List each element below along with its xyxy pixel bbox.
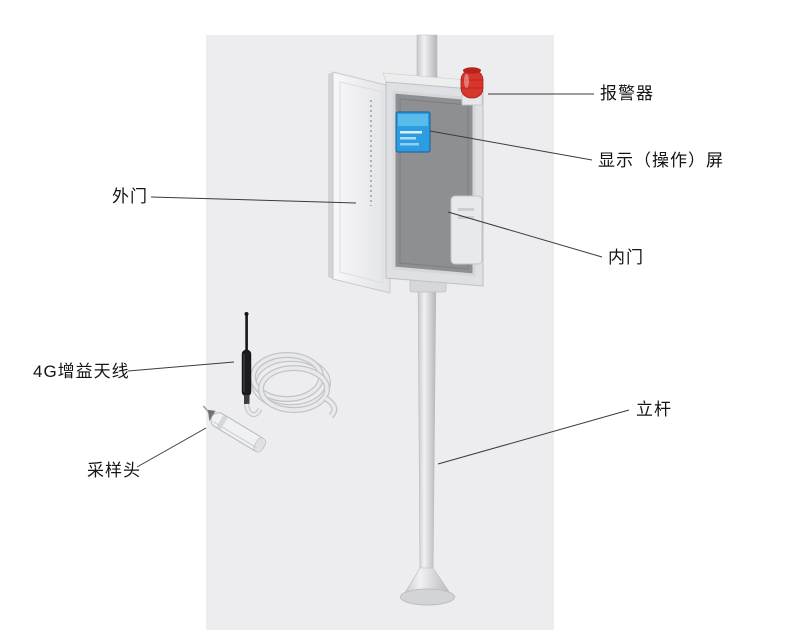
label-display-screen: 显示（操作）屏 <box>598 151 724 170</box>
leader-lines <box>127 93 630 468</box>
screen-header <box>398 114 428 126</box>
pole-lower-segment <box>417 271 437 581</box>
outer-door-edge <box>328 72 333 279</box>
antenna-whip <box>245 314 248 352</box>
label-outer-door: 外门 <box>112 187 148 206</box>
cable-tail <box>324 396 337 418</box>
leader-inner-door <box>447 211 603 258</box>
display-screen <box>395 111 431 153</box>
screen-text-line <box>400 143 419 146</box>
label-inner-door: 内门 <box>608 248 644 267</box>
cabinet <box>382 72 484 287</box>
inner-door-inset-line <box>399 98 469 270</box>
antenna-connector <box>244 395 250 404</box>
antenna-body <box>241 349 252 397</box>
outer-door <box>328 71 391 294</box>
sampling-head <box>202 405 267 453</box>
sampler-cap <box>253 437 267 453</box>
outer-door-inner-line <box>339 81 384 284</box>
screen-text-line <box>400 137 416 140</box>
screen-text-line <box>400 131 422 134</box>
label-alarm: 报警器 <box>600 84 654 103</box>
pump-vent-slot <box>458 208 474 211</box>
antenna-cable-lead <box>245 403 262 417</box>
leader-outer-door <box>150 196 357 204</box>
antenna-4g <box>241 312 338 419</box>
label-sampling-head: 采样头 <box>87 461 141 480</box>
label-pole: 立杆 <box>636 400 672 419</box>
label-antenna-4g: 4G增益天线 <box>33 362 130 381</box>
leader-sampling-head <box>136 427 207 468</box>
alarm-beacon <box>460 67 484 106</box>
leader-pole <box>437 409 630 465</box>
cable-loop <box>259 366 329 412</box>
outer-door-face <box>332 71 391 294</box>
sampler-tip <box>207 409 216 422</box>
beacon-top-cap <box>463 67 481 74</box>
sampler-shade-line <box>213 421 257 449</box>
leader-antenna <box>127 361 235 372</box>
antenna-cable-coil <box>250 352 338 419</box>
leader-display-screen <box>429 130 593 161</box>
pump-housing <box>450 195 483 265</box>
pole-base-plate <box>400 588 455 606</box>
beacon-highlight <box>464 74 469 88</box>
